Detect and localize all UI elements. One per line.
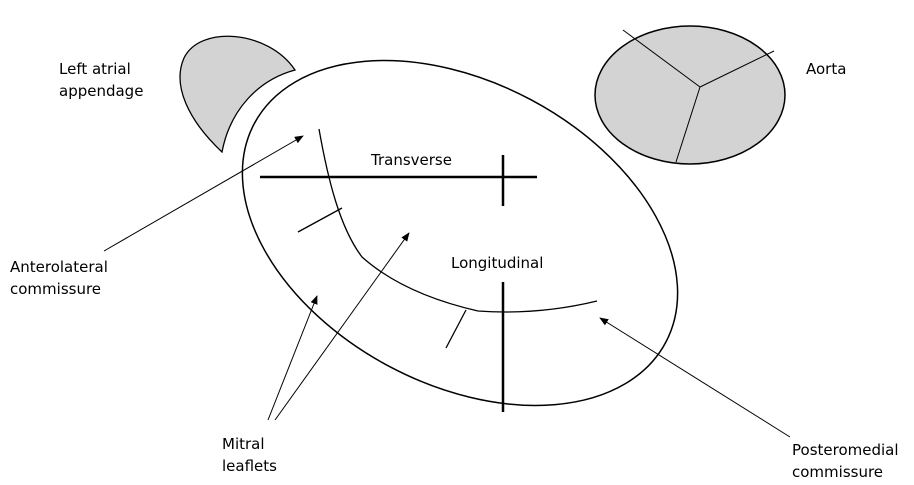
scallop-line-left xyxy=(297,207,343,233)
mitral-annulus xyxy=(241,59,679,407)
scallop-line-bottom xyxy=(445,309,467,349)
leaflet-coaptation-line xyxy=(318,128,598,313)
aorta-shape xyxy=(594,25,786,165)
transverse-label: Transverse xyxy=(370,151,452,169)
anterolateral-commissure-arrow xyxy=(103,135,304,252)
mitral-leaflets-arrow-2 xyxy=(274,232,410,421)
anterolateral-commissure-label: Anterolateral commissure xyxy=(10,258,113,298)
mitral-leaflets-arrow-1 xyxy=(267,295,318,421)
aorta-label: Aorta xyxy=(806,60,846,78)
posteromedial-commissure-arrow xyxy=(599,317,791,438)
left-atrial-appendage-shape xyxy=(179,35,297,154)
longitudinal-label: Longitudinal xyxy=(451,254,543,272)
mitral-leaflets-label: Mitral leaflets xyxy=(222,435,277,475)
left-atrial-appendage-label: Left atrial appendage xyxy=(59,60,143,100)
posteromedial-commissure-label: Posteromedial commissure xyxy=(792,441,903,481)
